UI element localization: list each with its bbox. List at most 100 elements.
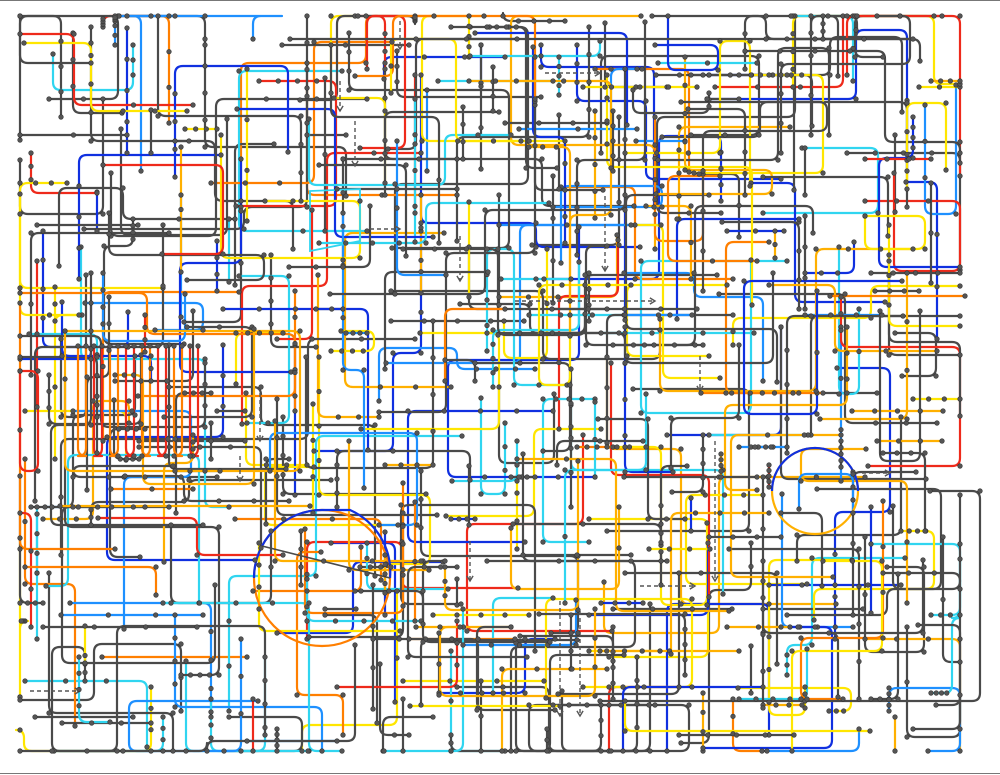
metabolite-node — [430, 355, 436, 361]
metabolite-node — [647, 748, 653, 754]
metabolite-node — [155, 113, 161, 119]
metabolite-node — [190, 446, 196, 452]
metabolite-node — [814, 411, 820, 417]
metabolite-node — [286, 456, 292, 462]
metabolite-node — [268, 321, 274, 327]
metabolite-node — [261, 252, 267, 258]
metabolite-node — [912, 270, 919, 276]
metabolite-node — [526, 312, 532, 318]
metabolite-node — [334, 448, 340, 454]
metabolite-node — [860, 606, 866, 612]
metabolite-node — [418, 350, 424, 356]
metabolite-node — [562, 600, 568, 606]
metabolite-node — [160, 283, 166, 289]
reaction-line — [329, 14, 357, 95]
metabolite-node — [525, 294, 532, 300]
metabolite-node — [221, 748, 227, 754]
metabolite-node — [819, 583, 825, 589]
metabolite-node — [704, 602, 710, 608]
metabolite-node — [742, 127, 748, 134]
metabolite-node — [166, 120, 172, 126]
metabolite-node — [124, 132, 130, 138]
metabolite-node — [370, 665, 376, 671]
metabolite-node — [562, 187, 568, 193]
metabolite-node — [892, 330, 898, 336]
metabolite-node — [172, 468, 178, 474]
arrowhead-icon — [711, 575, 719, 583]
metabolite-node — [406, 42, 412, 48]
metabolite-node — [801, 432, 807, 438]
metabolite-node — [441, 408, 447, 414]
metabolite-node — [202, 468, 208, 474]
metabolite-node — [842, 291, 848, 297]
metabolite-node — [194, 624, 200, 630]
metabolite-node — [148, 720, 154, 726]
metabolite-node — [608, 212, 614, 218]
metabolite-node — [798, 635, 804, 641]
reaction-line — [720, 220, 801, 311]
reaction-line — [419, 469, 580, 635]
metabolite-node — [88, 328, 94, 334]
metabolite-node — [17, 31, 23, 37]
metabolite-node — [400, 523, 406, 529]
metabolite-node — [327, 291, 333, 297]
metabolite-node — [454, 618, 460, 624]
metabolite-node — [586, 286, 592, 292]
metabolite-node — [241, 226, 247, 232]
metabolite-node — [678, 99, 684, 105]
metabolite-node — [910, 396, 916, 402]
metabolite-node — [621, 270, 627, 276]
metabolite-node — [75, 504, 81, 510]
reaction-line — [443, 459, 580, 612]
metabolite-node — [666, 546, 672, 552]
metabolite-node — [941, 396, 947, 402]
metabolite-node — [202, 36, 208, 42]
metabolite-node — [176, 216, 182, 222]
metabolite-node — [522, 690, 528, 696]
metabolite-node — [200, 327, 206, 333]
metabolite-node — [741, 278, 747, 284]
metabolite-node — [717, 38, 723, 44]
reaction-line — [611, 204, 815, 347]
metabolite-node — [574, 98, 580, 104]
metabolite-node — [35, 468, 41, 474]
metabolite-node — [810, 230, 816, 236]
metabolite-node — [482, 207, 488, 213]
metabolite-node — [406, 636, 412, 642]
metabolite-node — [334, 462, 340, 468]
metabolite-node — [88, 507, 94, 513]
metabolite-node — [575, 126, 581, 132]
metabolite-node — [532, 96, 538, 102]
metabolite-node — [166, 13, 172, 19]
metabolite-node — [64, 180, 70, 186]
metabolite-node — [784, 662, 790, 668]
metabolite-node — [412, 558, 418, 565]
reaction-line — [353, 589, 425, 626]
metabolite-node — [832, 582, 838, 588]
reaction-line — [358, 14, 407, 150]
metabolite-node — [513, 78, 519, 84]
metabolite-node — [364, 571, 370, 577]
metabolite-node — [875, 210, 881, 216]
reaction-line — [71, 409, 193, 631]
metabolite-node — [352, 642, 358, 648]
metabolite-node — [421, 54, 427, 60]
metabolite-node — [575, 630, 581, 636]
reaction-line — [23, 679, 149, 749]
metabolite-node — [329, 306, 335, 312]
metabolite-node — [88, 356, 94, 362]
metabolite-node — [196, 600, 203, 606]
metabolite-node — [532, 366, 538, 372]
reaction-line — [803, 240, 856, 275]
metabolite-node — [928, 280, 934, 286]
metabolite-node — [328, 477, 334, 483]
metabolite-node — [21, 40, 27, 46]
metabolite-node — [358, 544, 364, 550]
metabolite-node — [389, 39, 395, 45]
metabolite-node — [88, 109, 94, 116]
metabolite-node — [576, 224, 582, 230]
metabolite-node — [340, 190, 346, 196]
metabolite-node — [265, 420, 271, 426]
metabolite-node — [361, 485, 367, 491]
metabolite-node — [80, 96, 87, 102]
